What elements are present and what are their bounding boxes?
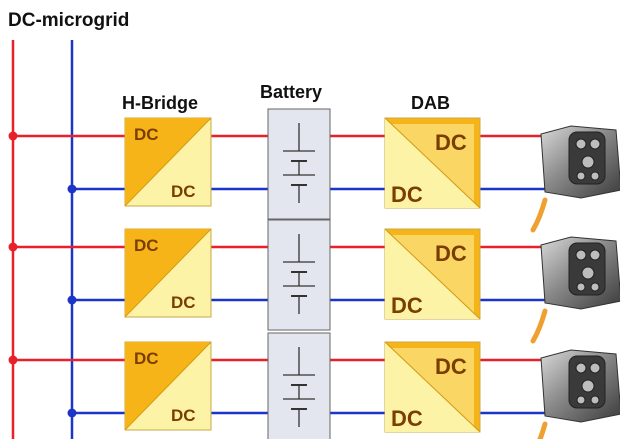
charger-cable	[530, 308, 548, 344]
charger-pin	[575, 138, 587, 150]
header-hbridge: H-Bridge	[122, 93, 198, 113]
battery-symbol-icon	[267, 332, 331, 439]
hbridge-top-label: DC	[134, 349, 159, 368]
hbridge-bottom-label: DC	[171, 293, 196, 312]
positive-junction-dot	[8, 131, 18, 141]
stage-3: DC DC DC DC	[8, 332, 620, 439]
charger-pin	[589, 249, 601, 261]
negative-junction-dot	[67, 184, 77, 194]
stage-2: DC DC DC DC	[8, 219, 620, 344]
diagram-title: DC-microgrid	[8, 10, 129, 31]
dab-bottom-label: DC	[391, 182, 423, 207]
charger-pin	[576, 171, 586, 181]
charger-pin	[576, 282, 586, 292]
dab-top-label: DC	[435, 130, 467, 155]
charger-pin	[590, 171, 600, 181]
dab-diagonal	[384, 228, 481, 320]
charger-pin	[590, 395, 600, 405]
positive-junction-dot	[8, 355, 18, 365]
dab-top-label: DC	[435, 354, 467, 379]
hbridge-bottom-label: DC	[171, 406, 196, 425]
charger-pin	[581, 266, 595, 280]
dab-bottom-label: DC	[391, 293, 423, 318]
ev-charging-connector-icon	[530, 125, 620, 233]
dab-bottom-label: DC	[391, 406, 423, 431]
charger-cable	[537, 421, 548, 439]
charger-pin	[581, 155, 595, 169]
ev-charging-connector-icon	[530, 236, 620, 344]
dab-top-label: DC	[435, 241, 467, 266]
dab-diagonal	[384, 341, 481, 433]
header-battery: Battery	[260, 82, 322, 102]
battery-symbol-icon	[267, 108, 331, 220]
hbridge-top-label: DC	[134, 236, 159, 255]
hbridge-bottom-label: DC	[171, 182, 196, 201]
charger-pin	[589, 362, 601, 374]
dab-converter: DC DC	[384, 341, 481, 433]
header-dab: DAB	[411, 93, 450, 113]
battery-symbol-icon	[267, 219, 331, 331]
hbridge-diagonal	[124, 341, 212, 431]
hbridge-diagonal	[124, 228, 212, 318]
charger-pin	[590, 282, 600, 292]
charger-pin	[589, 138, 601, 150]
ev-charging-connector-icon	[537, 349, 620, 439]
dab-converter: DC DC	[384, 228, 481, 320]
negative-junction-dot	[67, 295, 77, 305]
positive-junction-dot	[8, 242, 18, 252]
charger-pin	[576, 395, 586, 405]
charger-pin	[581, 379, 595, 393]
hbridge-diagonal	[124, 117, 212, 207]
hbridge-converter: DC DC	[124, 228, 212, 318]
negative-junction-dot	[67, 408, 77, 418]
dab-diagonal	[384, 117, 481, 209]
dab-converter: DC DC	[384, 117, 481, 209]
hbridge-converter: DC DC	[124, 117, 212, 207]
hbridge-converter: DC DC	[124, 341, 212, 431]
hbridge-top-label: DC	[134, 125, 159, 144]
stage-1: DC DC DC DC	[8, 108, 620, 233]
charger-pin	[575, 362, 587, 374]
charger-pin	[575, 249, 587, 261]
charger-cable	[530, 197, 548, 233]
